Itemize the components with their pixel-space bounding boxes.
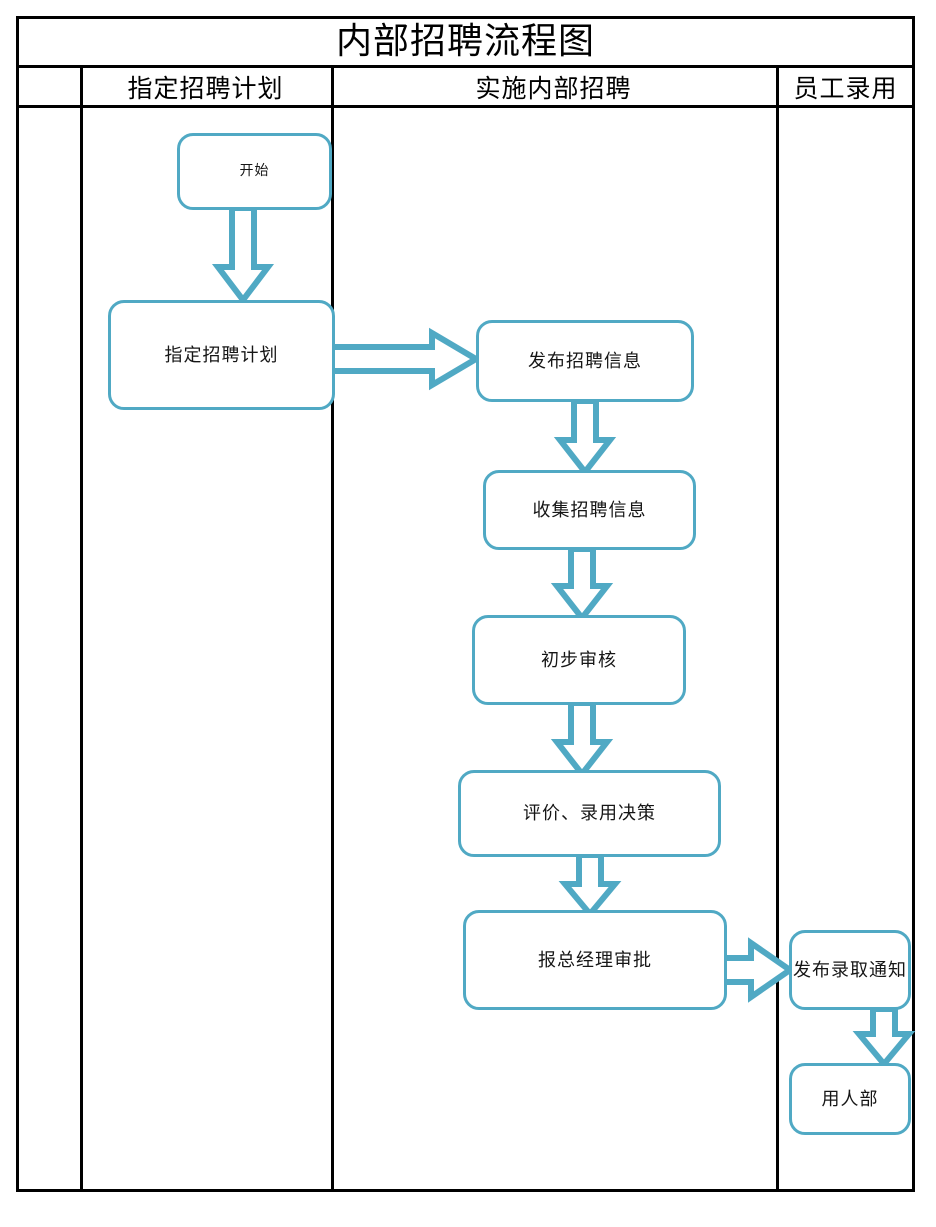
connector-publish-offer-to-hiring-dept [852,1006,916,1069]
header-cell-hire: 员工录用 [793,75,898,103]
node-manager-approval[interactable]: 报总经理审批 [463,910,727,1010]
node-publish-info-label: 发布招聘信息 [528,350,642,371]
connector-collect-info-to-initial-review [550,546,614,623]
chart-title: 内部招聘流程图 [16,16,915,65]
node-publish-offer-label: 发布录取通知 [793,959,907,980]
column-divider-3 [776,65,779,1192]
column-divider-2 [331,65,334,1192]
node-manager-approval-label: 报总经理审批 [538,949,652,970]
node-collect-info[interactable]: 收集招聘信息 [483,470,696,550]
node-collect-info-label: 收集招聘信息 [532,499,647,520]
node-make-plan[interactable]: 指定招聘计划 [108,300,335,410]
node-initial-review[interactable]: 初步审核 [472,615,686,705]
column-divider-1 [80,65,83,1192]
connector-start-to-make-plan [211,205,275,305]
connector-manager-approval-to-publish-offer [718,937,796,1003]
node-evaluate-decide[interactable]: 评价、录用决策 [458,770,721,857]
node-publish-info[interactable]: 发布招聘信息 [476,320,694,402]
node-hiring-dept-label: 用人部 [821,1088,879,1109]
header-row-divider [16,105,915,108]
title-row-divider [16,65,915,68]
node-hiring-dept[interactable]: 用人部 [789,1063,911,1135]
table-frame [16,16,915,1192]
node-publish-offer[interactable]: 发布录取通知 [789,930,911,1010]
node-start[interactable]: 开始 [177,133,332,210]
connector-publish-info-to-collect-info [553,398,617,477]
chart-title-text: 内部招聘流程图 [335,20,595,61]
connector-make-plan-to-publish-info [328,327,482,391]
header-cell-spacer [19,68,80,105]
node-start-label: 开始 [239,163,270,179]
node-evaluate-decide-label: 评价、录用决策 [523,803,656,824]
node-make-plan-label: 指定招聘计划 [164,344,279,365]
connector-evaluate-decide-to-manager-approval [558,852,622,919]
connector-initial-review-to-evaluate-decide [550,700,614,779]
header-cell-implement: 实施内部招聘 [475,75,632,103]
node-initial-review-label: 初步审核 [541,649,617,670]
header-cell-plan: 指定招聘计划 [127,75,284,103]
